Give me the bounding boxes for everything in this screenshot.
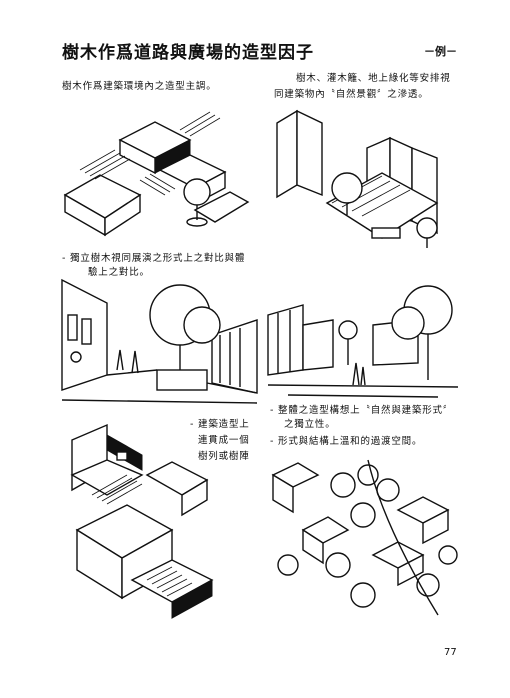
caption-right-mid-line2: 之獨立性。 <box>284 419 336 430</box>
caption-right-top-line2: 同建築物內〝自然景觀〞之滲透。 <box>274 89 429 100</box>
illustration-block-axonometric-tree <box>63 111 250 237</box>
section-label: －例－ <box>424 45 457 58</box>
page-title: 樹木作爲道路與廣場的造型因子 <box>62 43 314 63</box>
caption-left-mid-line2: 驗上之對比。 <box>88 267 150 278</box>
illustration-street-single-tree <box>61 278 258 404</box>
caption-left-top: 樹木作爲建築環境內之造型主調。 <box>62 81 217 92</box>
page-number: 77 <box>444 647 457 658</box>
caption-left-mid-line1: - 獨立樹木視同展演之形式上之對比與體 <box>62 253 246 264</box>
caption-right-mid-line1: - 整體之造型構想上〝自然與建築形式〞 <box>270 405 454 416</box>
caption-left-low-line3: 樹列或樹陣 <box>198 451 250 462</box>
caption-right-mid-line3: - 形式與結構上溫和的過渡空間。 <box>270 436 423 447</box>
caption-left-low-line2: 連貫成一個 <box>198 435 250 446</box>
caption-left-low-line1: - 建築造型上 <box>190 419 250 430</box>
illustration-block-courtyard <box>70 423 214 619</box>
illustration-park-large-trees <box>267 285 459 398</box>
caption-right-top-line1: 樹木、灌木籬、地上綠化等安排視 <box>296 73 451 84</box>
illustration-buildings-green-terrace <box>276 109 439 248</box>
illustration-aerial-tree-cluster <box>271 459 458 616</box>
